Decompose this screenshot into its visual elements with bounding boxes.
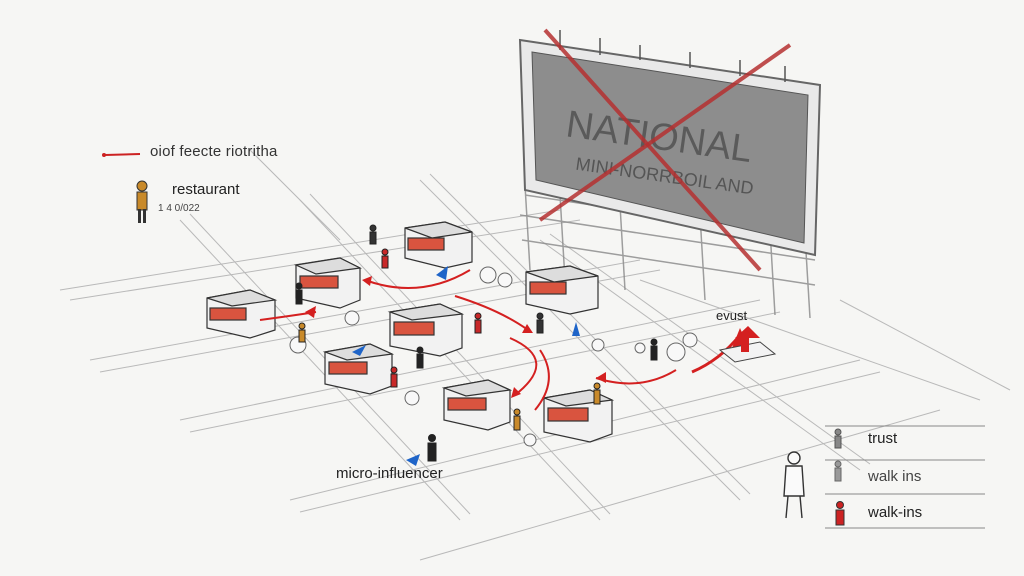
person-icon [369, 224, 377, 245]
key-walk-ins-red-label: walk-ins [868, 504, 923, 521]
evust-platform [718, 326, 777, 363]
restaurant-buildings [206, 221, 615, 443]
restaurant-building [206, 289, 278, 339]
person-icon [298, 322, 306, 343]
person-icon [513, 408, 521, 431]
person-icon [474, 312, 482, 334]
restaurant-building [293, 257, 363, 309]
restaurant-building [387, 303, 465, 357]
flow-arrow [364, 269, 471, 289]
micro-influencer-label: micro-influencer [336, 465, 443, 482]
flow-arrow [509, 337, 538, 396]
billboard: NATIONAL MINI-NORRBOIL AND [518, 28, 822, 319]
person-icon [593, 382, 601, 405]
large-figure-icon [783, 451, 805, 519]
restaurant-building [404, 221, 473, 269]
restaurant-count: 1 4 0/022 [158, 203, 200, 214]
flow-arrow [534, 349, 550, 411]
person-icon [427, 434, 437, 462]
flow-arrow [454, 295, 529, 331]
legend-title: oiof feecte riotritha [150, 143, 278, 160]
trust-icon [834, 428, 842, 449]
person-icon [390, 366, 398, 388]
person-icon [536, 312, 544, 334]
evust-label: evust [716, 308, 748, 323]
flow-arrow [595, 369, 677, 385]
person-icon [416, 346, 424, 369]
street-grid [59, 149, 1011, 561]
restaurant-building [525, 265, 599, 315]
walk-ins-red-icon [835, 501, 845, 526]
walk-ins-gray-icon [834, 460, 842, 482]
restaurant-building [441, 379, 513, 431]
person-icon [295, 282, 303, 305]
trees [289, 266, 698, 447]
cross-out-mark [543, 28, 762, 272]
key-trust-label: trust [868, 430, 898, 447]
blue-markers [352, 266, 580, 466]
legend-arrow [104, 153, 141, 156]
restaurant-person-icon [136, 180, 148, 223]
legend-sketch [102, 153, 148, 223]
restaurant-building [541, 389, 615, 443]
person-icon [650, 338, 658, 361]
key-panel [783, 425, 985, 529]
restaurant-label: restaurant [172, 181, 240, 198]
people [295, 224, 658, 462]
person-icon [381, 248, 389, 269]
key-walk-ins-label: walk ins [868, 468, 922, 485]
